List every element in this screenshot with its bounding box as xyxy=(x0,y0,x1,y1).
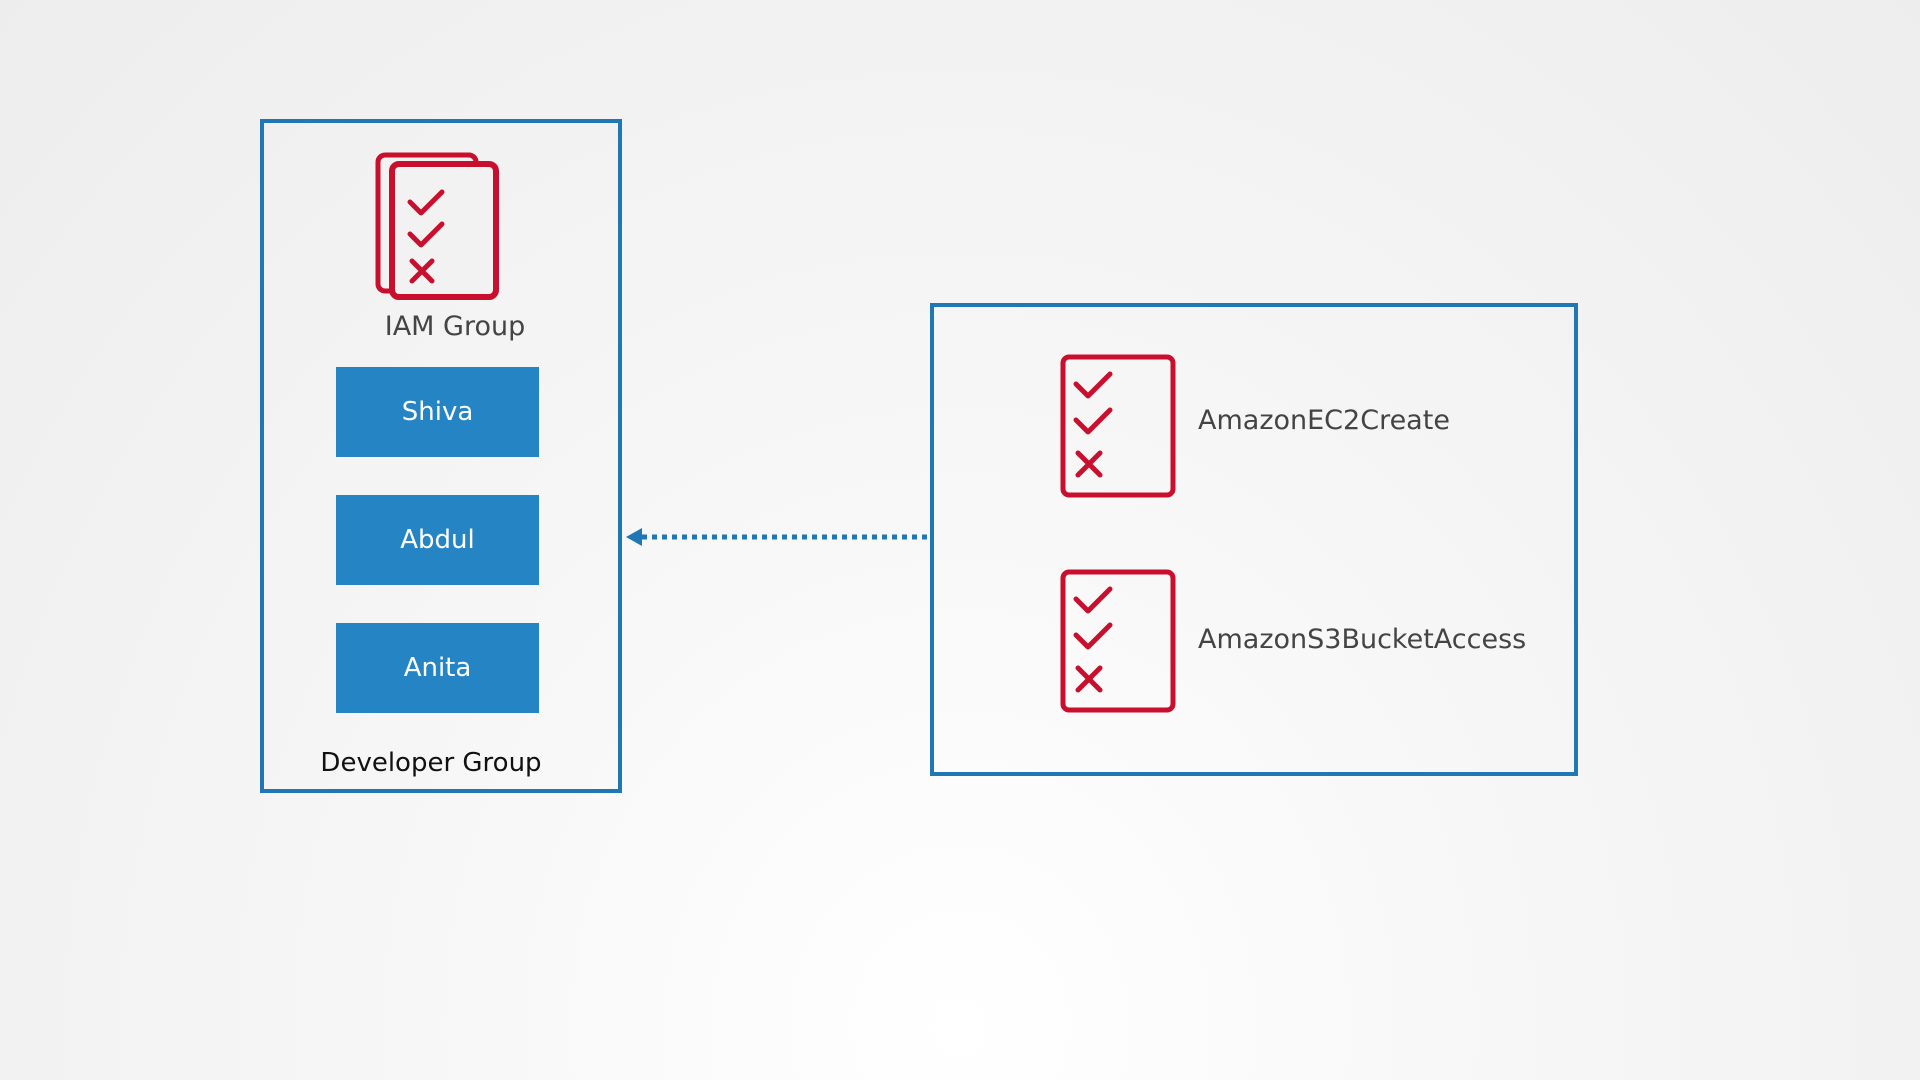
user-box-abdul[interactable]: Abdul xyxy=(336,495,539,585)
policy-document-icon xyxy=(1060,569,1176,713)
developer-group-box xyxy=(260,119,622,793)
dotted-arrow-connector xyxy=(626,528,930,546)
policies-box xyxy=(930,303,1578,776)
policy-document-icon xyxy=(1060,354,1176,498)
user-box-anita[interactable]: Anita xyxy=(336,623,539,713)
iam-group-policy-stack-icon xyxy=(375,152,499,300)
iam-group-label: IAM Group xyxy=(384,311,526,342)
developer-group-label: Developer Group xyxy=(320,748,542,778)
policy-name-s3-bucket-access: AmazonS3BucketAccess xyxy=(1198,624,1527,655)
user-box-shiva[interactable]: Shiva xyxy=(336,367,539,457)
arrowhead-icon xyxy=(626,528,642,546)
policy-name-ec2-create: AmazonEC2Create xyxy=(1198,405,1450,436)
